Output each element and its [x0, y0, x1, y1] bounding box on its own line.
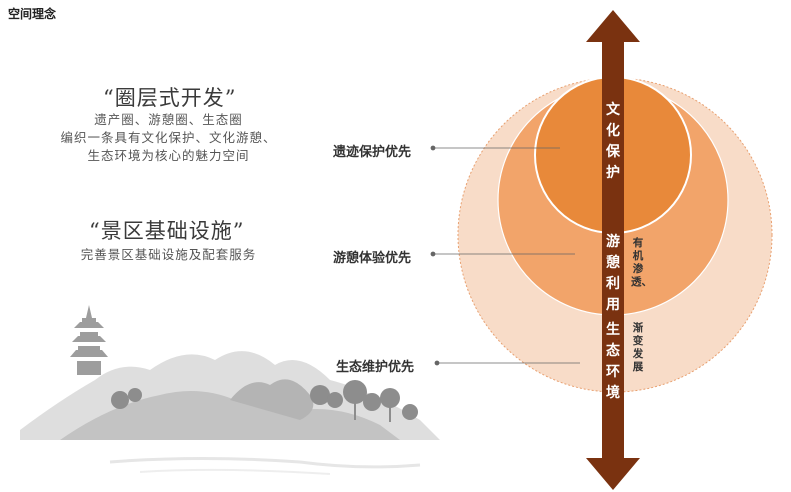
subtext-line-1: 遗产圈、游憩圈、生态圈	[94, 112, 243, 127]
heading-circle-development: “圈层式开发”	[103, 86, 237, 110]
label-culture-protection: 文化保护	[606, 102, 620, 181]
label-recreation-priority: 游憩体验优先	[333, 251, 412, 266]
subtext-infrastructure: 完善景区基础设施及配套服务	[80, 247, 257, 262]
vertical-double-arrow	[586, 10, 640, 490]
subtext-line-2: 编织一条具有文化保护、文化游憩、	[60, 130, 277, 145]
note-organic-penetration: 有机渗透、	[631, 237, 652, 288]
landscape-painting	[20, 305, 440, 475]
pagoda	[70, 305, 108, 375]
heading-infrastructure: “景区基础设施”	[89, 219, 245, 243]
label-ecological-environment: 生态环境	[606, 322, 620, 401]
connector-lines	[430, 145, 580, 366]
label-heritage-priority: 遗迹保护优先	[333, 145, 412, 160]
label-recreation-use: 游憩利用	[606, 234, 620, 313]
trees	[111, 380, 418, 422]
subtext-line-3: 生态环境为核心的魅力空间	[87, 148, 250, 163]
note-gradual-development: 渐变发展	[632, 322, 644, 373]
label-ecology-priority: 生态维护优先	[336, 360, 415, 375]
page-title: 空间理念	[8, 7, 57, 21]
